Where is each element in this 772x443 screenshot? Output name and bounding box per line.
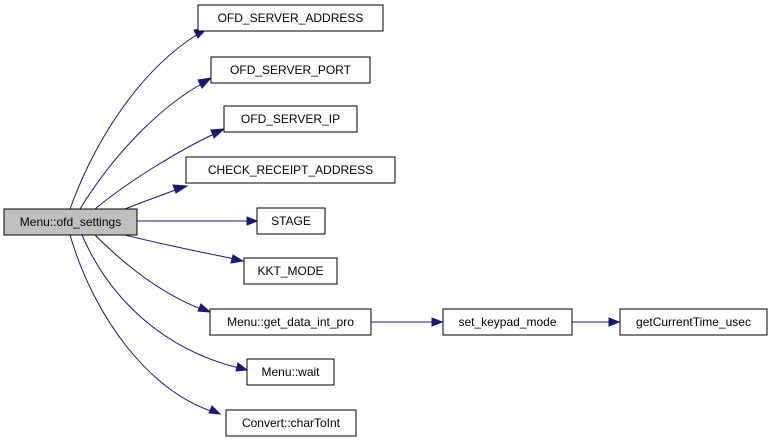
node-label: CHECK_RECEIPT_ADDRESS [208,163,373,177]
node-ofd-server-address[interactable]: OFD_SERVER_ADDRESS [197,4,384,32]
node-kkt-mode[interactable]: KKT_MODE [243,257,338,285]
edge-ofd-settings-to-get-data-int-pro [94,234,212,313]
edge-get-data-int-pro-to-set-keypad-mode [371,317,444,327]
edge-ofd-settings-to-char-to-int [69,234,222,415]
node-check-receipt-address[interactable]: CHECK_RECEIPT_ADDRESS [185,156,396,184]
node-label: OFD_SERVER_PORT [230,63,352,77]
edge-ofd-settings-to-stage [137,216,259,226]
node-ofd-server-ip[interactable]: OFD_SERVER_IP [223,105,358,133]
node-label: OFD_SERVER_ADDRESS [218,11,364,25]
node-ofd-server-port[interactable]: OFD_SERVER_PORT [210,56,371,84]
node-convert-char-to-int[interactable]: Convert::charToInt [225,409,357,437]
edge-ofd-settings-to-kkt-mode [124,234,245,264]
node-get-current-time-usec[interactable]: getCurrentTime_usec [619,308,768,336]
node-stage[interactable]: STAGE [256,207,326,235]
edge-ofd-settings-to-check-receipt-address [124,184,189,210]
node-label: KKT_MODE [257,264,323,278]
node-label: set_keypad_mode [458,315,556,329]
node-label: STAGE [271,214,311,228]
node-label: Menu::ofd_settings [20,215,121,229]
edge-set-keypad-mode-to-get-current-time-usec [572,317,621,327]
node-label: getCurrentTime_usec [636,315,751,329]
node-label: OFD_SERVER_IP [241,112,340,126]
edge-ofd-settings-to-ofd-server-port [79,77,213,210]
node-label: Menu::wait [261,365,320,379]
node-label: Convert::charToInt [242,416,341,430]
edge-ofd-settings-to-ofd-server-ip [94,128,226,210]
node-menu-ofd-settings[interactable]: Menu::ofd_settings [3,208,138,236]
node-menu-get-data-int-pro[interactable]: Menu::get_data_int_pro [209,308,372,336]
node-label: Menu::get_data_int_pro [227,315,354,329]
node-set-keypad-mode[interactable]: set_keypad_mode [442,308,573,336]
node-menu-wait[interactable]: Menu::wait [246,358,335,386]
edge-ofd-settings-to-wait [81,234,249,372]
